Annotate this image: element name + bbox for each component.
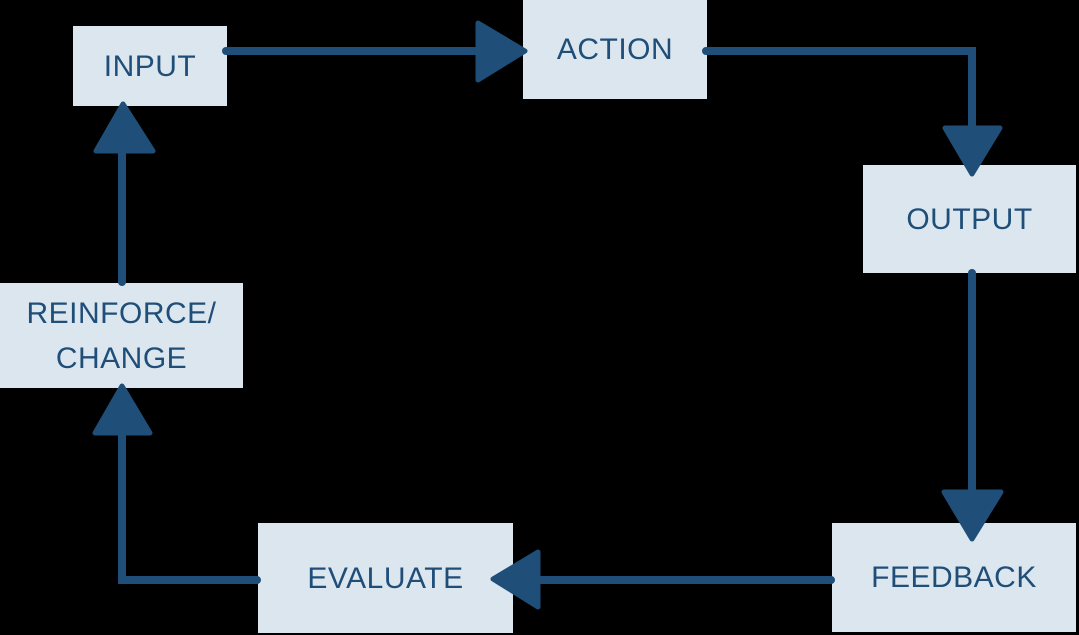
- arrow-feedback-to-evaluate: [490, 549, 835, 610]
- node-output: OUTPUT: [863, 165, 1076, 273]
- arrow-action-to-output: [702, 47, 1003, 177]
- arrow-evaluate-to-reinforce: [92, 383, 261, 584]
- node-input: INPUT: [73, 26, 227, 106]
- node-feedback: FEEDBACK: [832, 523, 1076, 632]
- arrow-reinforce-to-input: [93, 101, 156, 286]
- node-action: ACTION: [523, 0, 707, 99]
- arrow-input-to-action: [222, 20, 528, 83]
- node-evaluate: EVALUATE: [258, 523, 513, 633]
- node-reinforce-change: REINFORCE/ CHANGE: [0, 283, 243, 388]
- arrow-output-to-feedback: [941, 269, 1004, 542]
